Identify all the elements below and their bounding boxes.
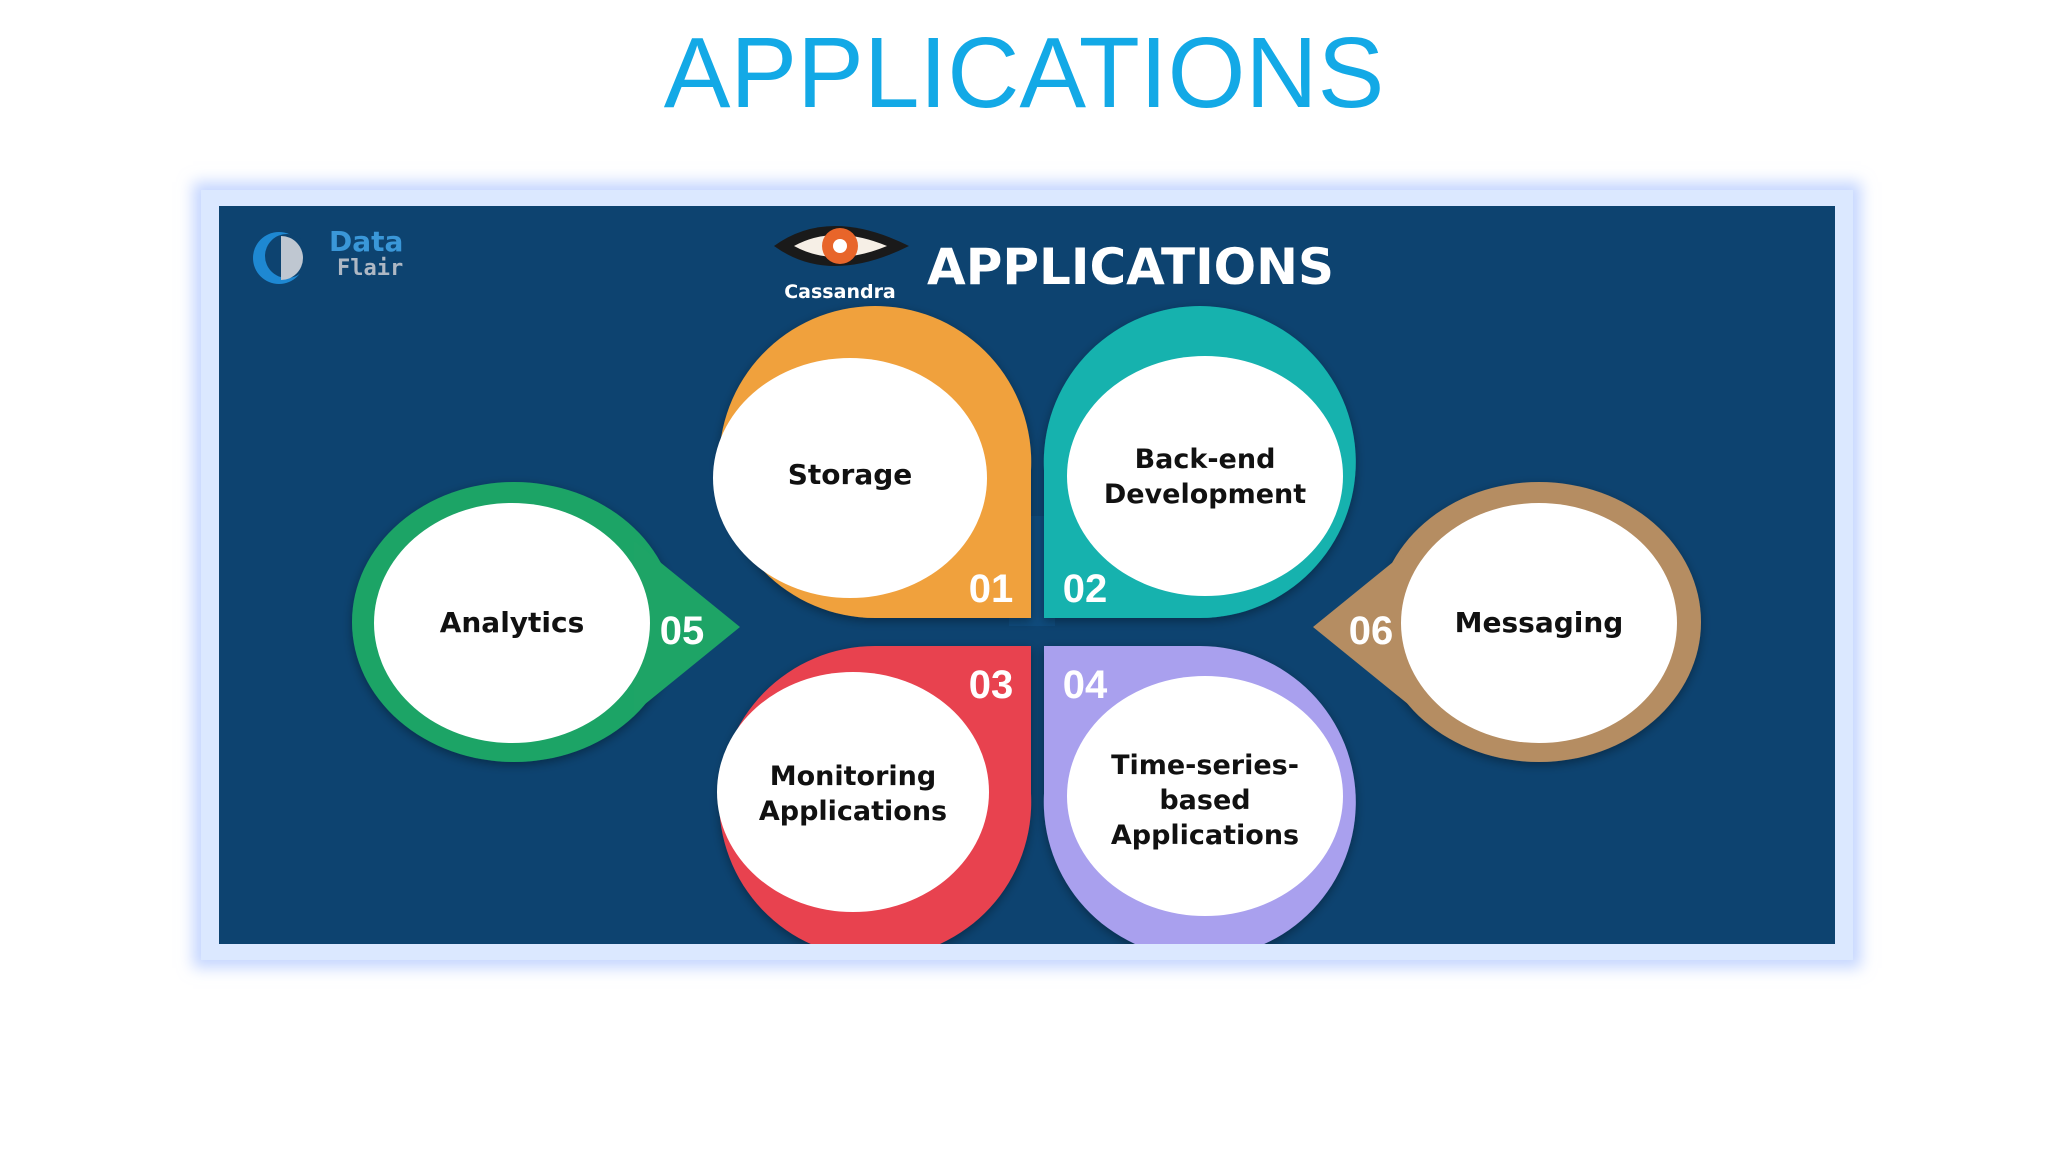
- analytics-circle: [374, 503, 650, 743]
- time-series-circle: [1067, 676, 1343, 916]
- item-number: 02: [1063, 567, 1108, 611]
- svg-text:based: based: [1159, 785, 1250, 816]
- svg-text:Analytics: Analytics: [440, 606, 585, 639]
- item-label: Storage: [788, 458, 913, 491]
- item-label: Time-series-: [1111, 750, 1299, 781]
- messaging-pointer: [1313, 541, 1419, 713]
- item-storage: Storage 01: [713, 306, 1032, 618]
- item-backend-development: Back-end Development 02: [1043, 306, 1356, 618]
- infographic-svg: Storage 01 Back-end Development 02: [253, 225, 1701, 944]
- item-number: 04: [1063, 663, 1108, 707]
- item-label: Applications: [1111, 820, 1299, 851]
- item-label: Back-end: [1135, 444, 1276, 475]
- infographic-frame: Storage 01 Back-end Development 02: [201, 190, 1853, 960]
- svg-text:Time-series-: Time-series-: [1111, 750, 1299, 781]
- svg-text:Messaging: Messaging: [1455, 606, 1624, 639]
- item-analytics: Analytics 05: [352, 482, 740, 762]
- analytics-pointer: [634, 541, 740, 713]
- svg-text:Development: Development: [1104, 479, 1306, 510]
- cassandra-label: Cassandra: [784, 281, 896, 303]
- item-label: Analytics: [440, 606, 585, 639]
- logo-line1: Data: [329, 225, 403, 258]
- item-number: 05: [660, 609, 705, 653]
- item-number: 03: [969, 663, 1014, 707]
- svg-text:Storage: Storage: [788, 458, 913, 491]
- item-label: Applications: [759, 796, 947, 827]
- infographic-panel: Storage 01 Back-end Development 02: [219, 206, 1835, 944]
- item-time-series-applications: Time-series- based Applications 04: [1043, 646, 1356, 944]
- monitoring-circle: [717, 672, 989, 912]
- svg-text:Back-end: Back-end: [1135, 444, 1276, 475]
- infographic-heading: APPLICATIONS: [927, 238, 1334, 296]
- backend-circle: [1067, 356, 1343, 596]
- item-monitoring-applications: Monitoring Applications 03: [717, 646, 1032, 944]
- dataflair-logo: Data Flair: [253, 225, 403, 284]
- cassandra-logo: Cassandra: [774, 226, 909, 303]
- storage-circle: [713, 358, 987, 598]
- logo-line2: Flair: [337, 256, 403, 281]
- slide-title: APPLICATIONS: [663, 17, 1385, 129]
- item-number: 06: [1349, 609, 1394, 653]
- svg-text:Monitoring: Monitoring: [770, 761, 936, 792]
- item-label: Development: [1104, 479, 1306, 510]
- svg-text:Applications: Applications: [759, 796, 947, 827]
- messaging-circle: [1401, 503, 1677, 743]
- item-messaging: Messaging 06: [1313, 482, 1701, 762]
- item-number: 01: [969, 567, 1014, 611]
- item-label: based: [1159, 785, 1250, 816]
- item-label: Messaging: [1455, 606, 1624, 639]
- item-label: Monitoring: [770, 761, 936, 792]
- svg-text:Applications: Applications: [1111, 820, 1299, 851]
